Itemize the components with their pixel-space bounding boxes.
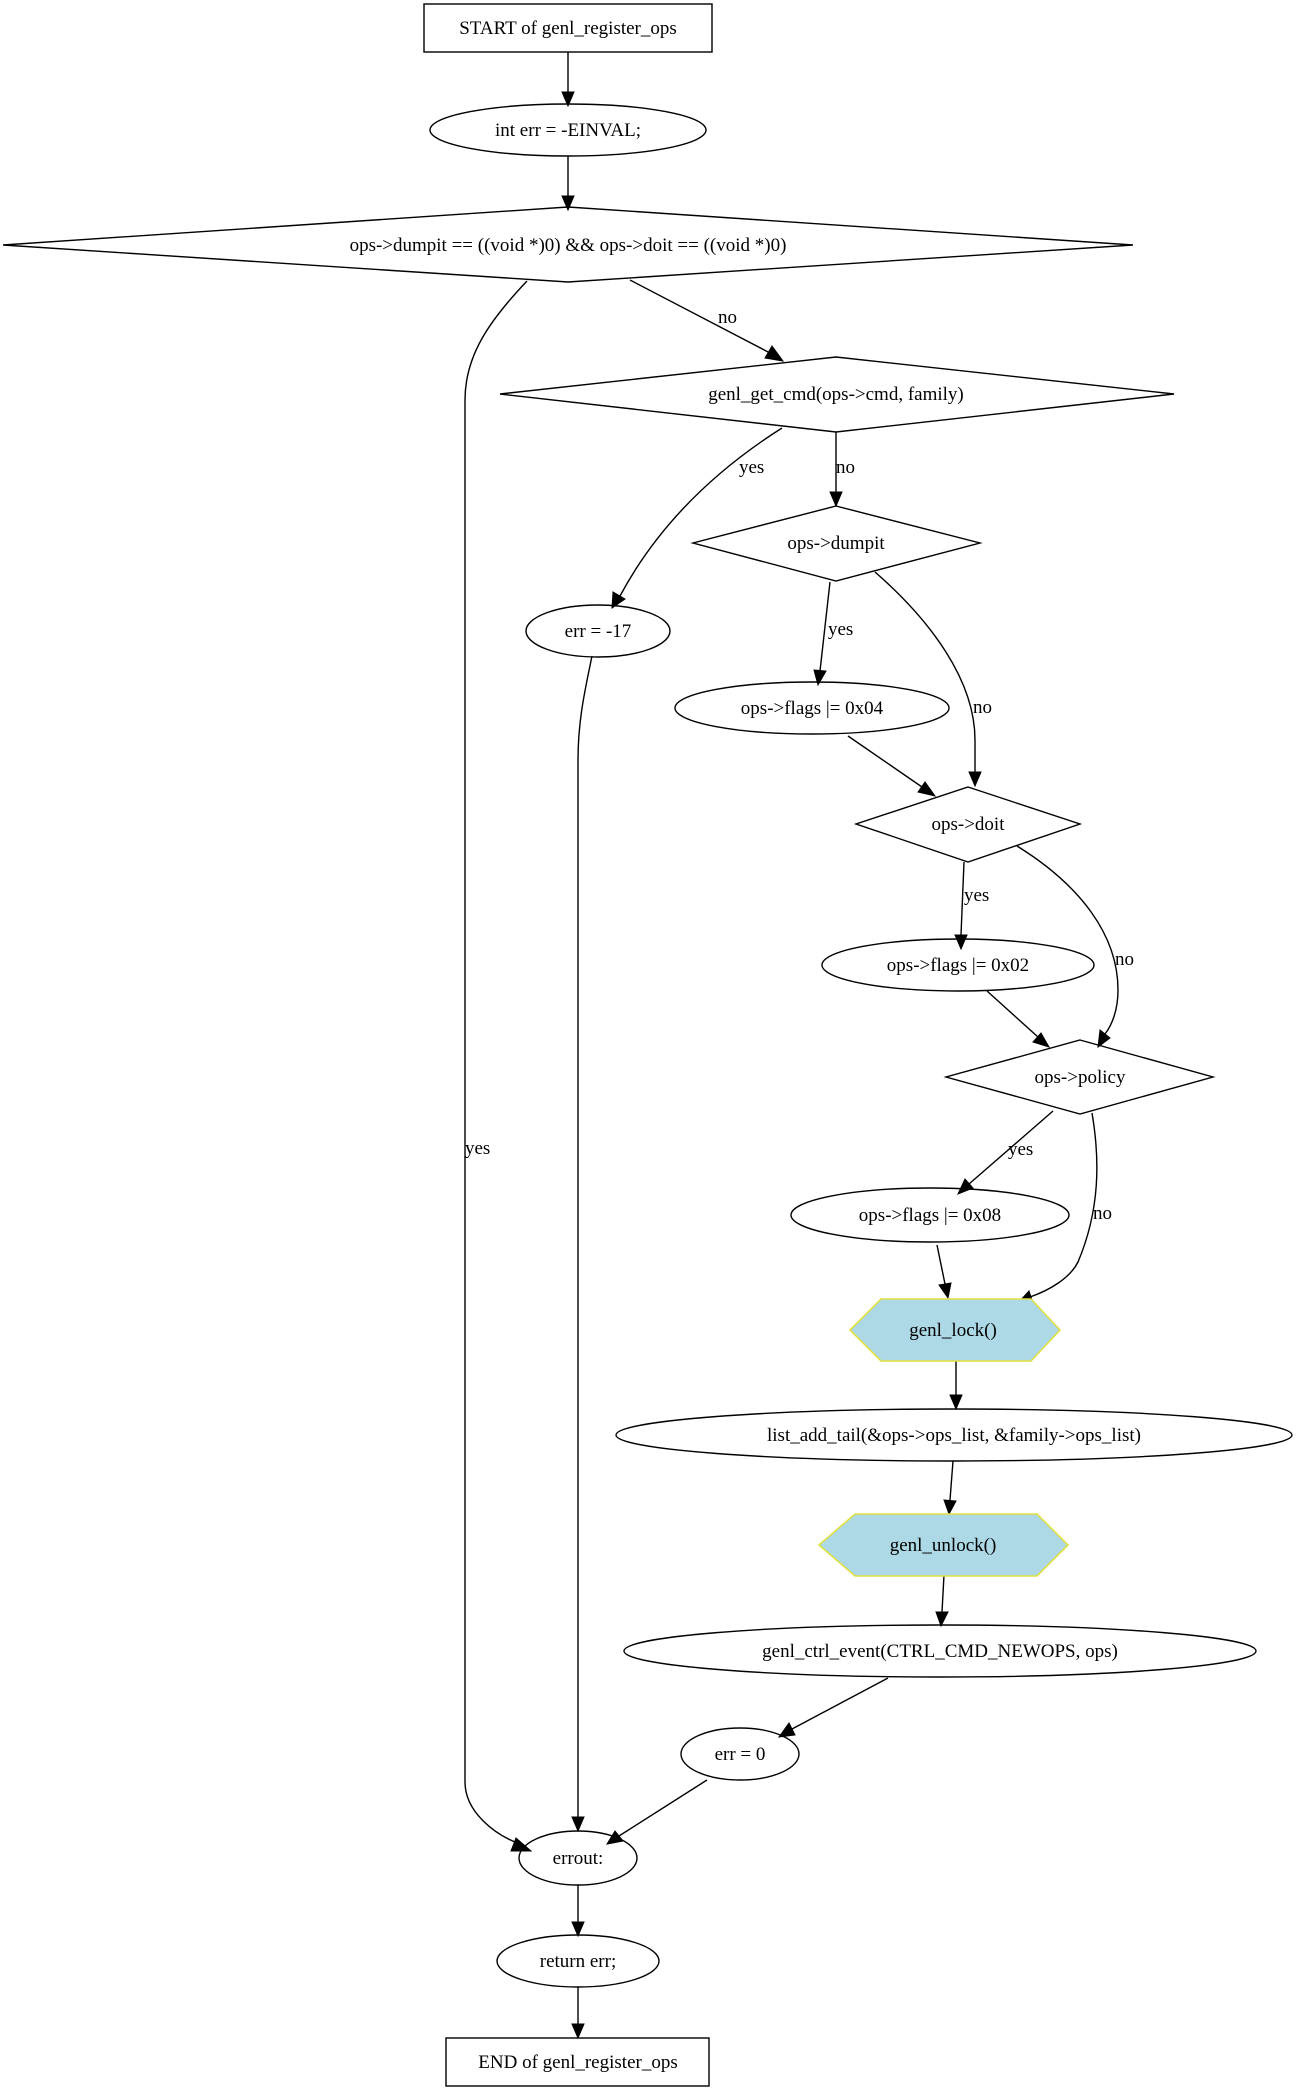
edge-arrowhead (954, 934, 968, 951)
edge-doit-yes (960, 861, 965, 936)
edge-arrowhead (917, 781, 937, 797)
genl-lock-hexagon (848, 1298, 1062, 1362)
edge-get-cmd-yes (619, 427, 783, 597)
edge-labels: yes no yes no yes no yes no yes no (465, 307, 1134, 1224)
edge-arrowhead (938, 1282, 952, 1300)
edge-list-add-to-unlock (949, 1460, 954, 1501)
edge-policy-no (1029, 1112, 1098, 1298)
edge-arrowhead (957, 1178, 974, 1195)
edge-label-doit-yes: yes (964, 885, 989, 906)
flags02-ellipse (821, 938, 1095, 992)
edge-arrowhead (968, 771, 982, 788)
edge-ctrl-event-to-err0 (791, 1677, 889, 1730)
list-add-label: list_add_tail(&ops->ops_list, &family->o… (767, 1425, 1141, 1446)
nodes: START of genl_register_ops int err = -EI… (2, 3, 1293, 2087)
cond-dumpit-label: ops->dumpit (787, 533, 885, 554)
edge-label-policy-no: no (1093, 1203, 1112, 1224)
edge-arrowhead (943, 1499, 957, 1516)
cond-policy-diamond (943, 1039, 1216, 1115)
edge-dumpit-no (874, 571, 976, 772)
genl-lock-label: genl_lock() (909, 1320, 997, 1341)
cond-doit-diamond (853, 786, 1083, 863)
end-box (445, 2037, 710, 2087)
cond-both-null-diamond (2, 206, 1134, 283)
edge-arrowhead (571, 2023, 585, 2040)
list-add-ellipse (615, 1408, 1293, 1462)
edge-flags08-to-lock (936, 1244, 946, 1285)
edge-label-dumpit-yes: yes (828, 619, 853, 640)
ctrl-event-ellipse (623, 1624, 1257, 1678)
edge-label-both-null-no: no (718, 307, 737, 328)
edge-arrowhead (510, 1837, 533, 1852)
edge-flags04-to-doit (847, 735, 923, 788)
cond-doit-label: ops->doit (932, 814, 1006, 835)
edge-dumpit-yes (819, 581, 831, 672)
edge-label-dumpit-no: no (973, 697, 992, 718)
err17-label: err = -17 (565, 621, 632, 642)
edge-arrowhead (764, 345, 785, 362)
edge-label-both-null-yes: yes (465, 1138, 490, 1159)
edge-err0-to-errout (618, 1779, 708, 1837)
edge-arrowhead (777, 1722, 796, 1738)
edge-arrowhead (561, 195, 575, 212)
edge-arrowhead (1097, 1029, 1111, 1049)
edge-arrowhead (813, 669, 827, 687)
errout-label: errout: (553, 1848, 604, 1869)
flags08-label: ops->flags |= 0x08 (859, 1205, 1001, 1226)
edge-arrowhead (1032, 1032, 1051, 1048)
edge-arrowhead (561, 91, 575, 108)
int-err-ellipse (429, 103, 707, 157)
edge-arrowhead (829, 491, 843, 508)
edge-arrowhead (935, 1611, 949, 1628)
get-cmd-label: genl_get_cmd(ops->cmd, family) (708, 384, 964, 405)
flags08-ellipse (790, 1187, 1070, 1243)
errout-ellipse (518, 1830, 638, 1886)
err0-ellipse (680, 1727, 800, 1781)
edge-label-policy-yes: yes (1008, 1139, 1033, 1160)
return-err-ellipse (496, 1934, 660, 1988)
edge-err17-to-errout (577, 655, 593, 1817)
flags02-label: ops->flags |= 0x02 (887, 955, 1029, 976)
flags04-ellipse (674, 681, 950, 735)
int-err-label: int err = -EINVAL; (495, 120, 641, 141)
cond-dumpit-diamond (690, 505, 983, 582)
edge-unlock-to-ctrl-event (941, 1574, 945, 1613)
edge-label-get-cmd-yes: yes (739, 457, 764, 478)
get-cmd-diamond (499, 356, 1175, 433)
return-err-label: return err; (540, 1951, 616, 1972)
end-label: END of genl_register_ops (478, 2052, 677, 2073)
err0-label: err = 0 (715, 1744, 766, 1765)
cond-both-null-label: ops->dumpit == ((void *)0) && ops->doit … (350, 235, 787, 256)
edge-arrowhead (571, 1816, 585, 1833)
edge-flags02-to-policy (986, 990, 1039, 1038)
edge-arrowhead (949, 1394, 963, 1411)
edge-arrowhead (571, 1921, 585, 1938)
edge-label-get-cmd-no: no (836, 457, 855, 478)
ctrl-event-label: genl_ctrl_event(CTRL_CMD_NEWOPS, ops) (762, 1641, 1118, 1662)
flags04-label: ops->flags |= 0x04 (741, 698, 884, 719)
start-label: START of genl_register_ops (459, 18, 677, 39)
edge-both-null-yes (464, 280, 528, 1845)
edge-both-null-no (629, 279, 771, 354)
err17-ellipse (525, 604, 671, 658)
edge-doit-no (1016, 845, 1119, 1035)
edge-arrowhead (611, 591, 626, 609)
genl-unlock-hexagon (817, 1513, 1070, 1577)
genl-unlock-label: genl_unlock() (890, 1535, 997, 1556)
edge-label-doit-no: no (1115, 949, 1134, 970)
edge-policy-yes (968, 1110, 1054, 1185)
edges (464, 52, 1119, 2040)
cond-policy-label: ops->policy (1035, 1067, 1126, 1088)
start-box (423, 3, 713, 53)
